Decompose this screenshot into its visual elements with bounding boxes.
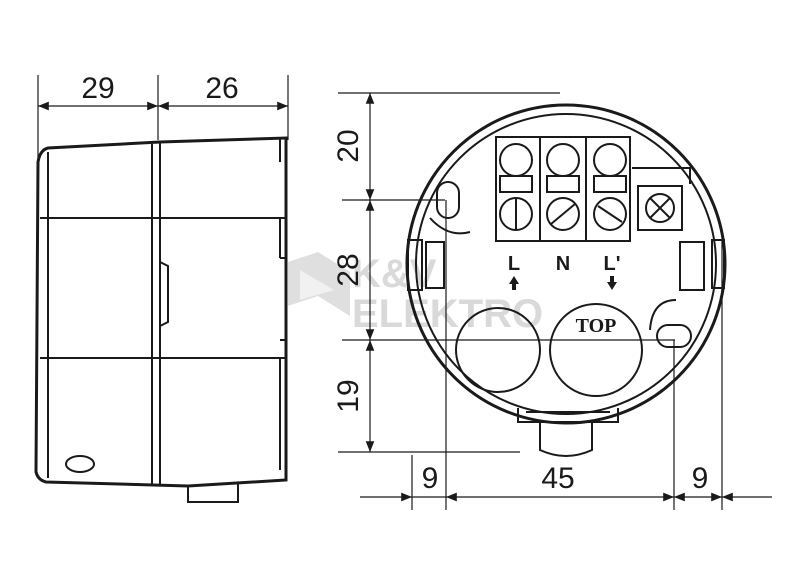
ground-screw-icon (645, 193, 675, 223)
side-right-steps (279, 138, 286, 470)
box-inner-rim (415, 113, 717, 415)
arrow-up-icon (509, 276, 519, 290)
ground-screw (632, 167, 691, 231)
bottom-entry (517, 408, 619, 457)
dim-label-side-b: 26 (205, 72, 238, 105)
terminal-n-screw-icon (546, 197, 580, 231)
bottom-entry-gland (539, 422, 593, 457)
knockout-top (549, 303, 643, 397)
dim-label-front-w-right: 9 (692, 462, 709, 495)
arrow-down-icon (607, 276, 617, 290)
terminal-block-frame (495, 136, 631, 242)
terminal-label-n: N (556, 253, 570, 275)
side-clip-notch (159, 261, 169, 327)
front-view: 20 28 19 9 45 9 (332, 92, 772, 510)
terminal-n-top-icon (546, 143, 580, 177)
terminal-label-l: L (508, 253, 520, 275)
watermark-logo-icon (288, 252, 350, 316)
left-lug (407, 239, 423, 291)
ground-bracket (632, 167, 691, 184)
top-marking: TOP (576, 315, 617, 337)
side-view: 29 26 (34, 72, 289, 503)
left-lug-inner (425, 241, 445, 289)
dim-label-front-mid: 28 (332, 253, 365, 286)
dim-label-front-top: 20 (332, 129, 365, 162)
right-lug (711, 239, 725, 289)
bottom-entry-frame (517, 408, 619, 423)
terminal-lp-top-icon (593, 143, 627, 177)
terminal-label-l-prime: L' (604, 253, 621, 275)
lower-right-slot-rib (649, 299, 677, 331)
side-foot (187, 484, 239, 503)
terminal-l-prime (593, 143, 627, 231)
dim-label-front-bottom: 19 (332, 379, 365, 412)
side-hole-icon (65, 455, 95, 473)
terminal-l-top-icon (499, 143, 533, 177)
terminal-lp-screw-icon (593, 197, 627, 231)
side-housing-outline (34, 136, 288, 488)
knockout-left (455, 307, 541, 393)
side-joint (151, 142, 161, 484)
dim-label-side-a: 29 (81, 72, 114, 105)
dim-label-front-w-center: 45 (541, 462, 574, 495)
terminal-l (499, 143, 533, 231)
terminal-block (495, 136, 631, 242)
upper-left-slot-icon (436, 181, 460, 219)
lower-right-slot-icon (656, 324, 692, 348)
right-lug-inner (679, 241, 705, 291)
dim-label-front-w-left: 9 (422, 462, 439, 495)
ground-screw-frame (637, 185, 683, 231)
watermark-line2: ELEKTRO (352, 292, 543, 336)
terminal-n (546, 143, 580, 231)
upper-left-slot-rib (429, 217, 471, 235)
